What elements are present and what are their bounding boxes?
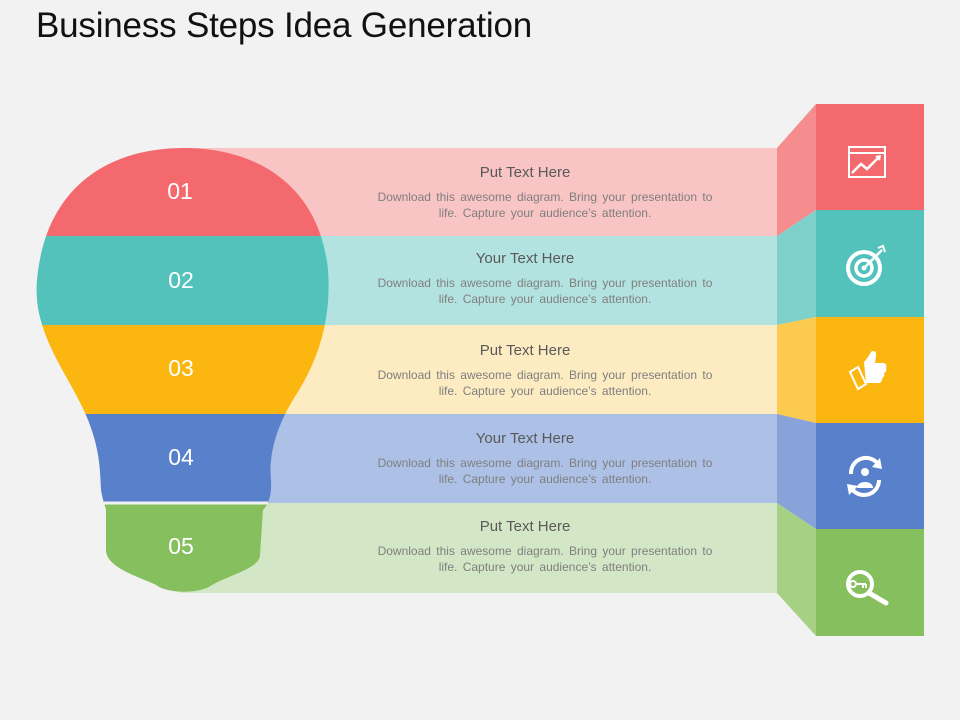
step-body-1-line1: Download this awesome diagram. Bring you… <box>377 190 713 204</box>
slide-title: Business Steps Idea Generation <box>36 6 532 45</box>
band-4 <box>180 414 777 503</box>
side-panel-1 <box>777 104 816 236</box>
step-body-3-line2: life. Capture your audience’s attention. <box>438 384 652 398</box>
side-panel-5 <box>777 503 816 636</box>
step-body-2-line2: life. Capture your audience’s attention. <box>438 292 652 306</box>
step-body-3-line1: Download this awesome diagram. Bring you… <box>377 368 713 382</box>
target-icon <box>846 244 886 286</box>
step-heading-2: Your Text Here <box>475 250 575 267</box>
step-body-2-line1: Download this awesome diagram. Bring you… <box>377 276 713 290</box>
step-body-5-line2: life. Capture your audience’s attention. <box>438 560 652 574</box>
band-5 <box>180 503 777 593</box>
tile-1 <box>816 104 924 211</box>
bands <box>180 148 777 593</box>
step-heading-4: Your Text Here <box>475 430 575 447</box>
side-panels <box>777 104 816 636</box>
bulb-stripe-3 <box>36 325 329 414</box>
step-heading-3: Put Text Here <box>479 342 571 359</box>
step-heading-5: Put Text Here <box>479 518 571 535</box>
bulb-stripe-2 <box>36 236 329 325</box>
step-body-4-line1: Download this awesome diagram. Bring you… <box>377 456 713 470</box>
side-panel-2 <box>777 210 816 325</box>
person-cycle-icon <box>847 455 882 497</box>
step-number-4: 04 <box>168 444 194 470</box>
side-panel-3 <box>777 317 816 423</box>
step-body-1-line2: life. Capture your audience’s attention. <box>438 206 652 220</box>
step-body-5-line1: Download this awesome diagram. Bring you… <box>377 544 713 558</box>
step-number-1: 01 <box>167 178 193 204</box>
step-number-2: 02 <box>168 267 194 293</box>
key-search-icon <box>846 570 889 606</box>
chart-window-icon <box>848 146 886 178</box>
step-number-3: 03 <box>168 355 194 381</box>
step-number-5: 05 <box>168 533 194 559</box>
step-heading-1: Put Text Here <box>479 164 571 181</box>
tiles <box>816 104 924 636</box>
side-panel-4 <box>777 414 816 529</box>
tile-4 <box>816 423 924 530</box>
thumbs-up-icon <box>848 351 887 391</box>
step-body-4-line2: life. Capture your audience’s attention. <box>438 472 652 486</box>
